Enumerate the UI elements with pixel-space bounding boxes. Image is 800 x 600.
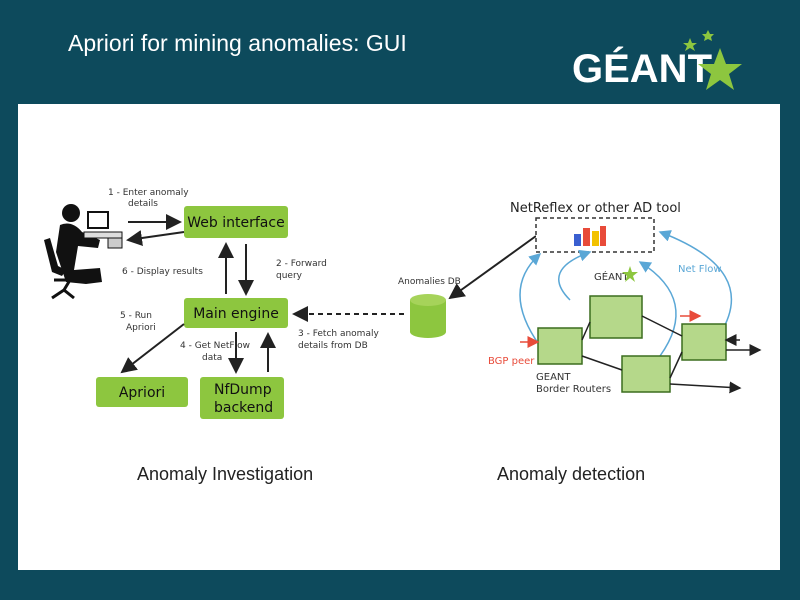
step5-label-a: 5 - Run <box>120 311 152 321</box>
step1-label-b: details <box>128 199 158 209</box>
content-panel <box>18 104 780 570</box>
routers-label-1: GEANT <box>536 372 571 383</box>
main-engine-box: Main engine <box>184 298 288 328</box>
apriori-box: Apriori <box>96 377 188 407</box>
small-star-icon <box>622 266 638 282</box>
routers-label-2: Border Routers <box>536 384 611 395</box>
slide-header <box>24 0 780 102</box>
caption-detection: Anomaly detection <box>497 464 646 484</box>
step-labels: 1 - Enter anomaly details 2 - Forward qu… <box>108 188 461 363</box>
geant-small-label: GÉANT <box>594 270 629 283</box>
caption-investigation: Anomaly Investigation <box>137 464 314 484</box>
step1-label-a: 1 - Enter anomaly <box>108 188 189 198</box>
database-icon <box>410 294 446 338</box>
investigation-arrows <box>120 214 537 374</box>
apriori-label: Apriori <box>119 385 165 401</box>
ad-tool-box <box>535 217 655 253</box>
main-engine-label: Main engine <box>193 306 279 322</box>
web-interface-box: Web interface <box>184 206 288 238</box>
routers <box>537 295 727 393</box>
step5-label-b: Apriori <box>126 323 156 333</box>
logo-small-star-icon <box>683 38 697 51</box>
db-label: Anomalies DB <box>398 277 461 287</box>
step4-label-b: data <box>202 353 222 363</box>
web-interface-label: Web interface <box>187 215 284 231</box>
geant-logo: GÉANT <box>572 30 742 91</box>
step3-label-b: details from DB <box>298 341 368 351</box>
geant-logo-text: GÉANT <box>572 46 712 91</box>
slide-tagline: connect • communicate • collaborate <box>532 544 742 559</box>
nfdump-label-2: backend <box>214 400 273 416</box>
nfdump-label-1: NfDump <box>214 382 272 398</box>
step2-label-b: query <box>276 271 303 281</box>
netflow-arrows <box>519 230 733 357</box>
bgp-links <box>520 310 702 348</box>
step4-label-a: 4 - Get NetFlow <box>180 341 250 351</box>
router-links <box>581 315 762 394</box>
slide-title: Apriori for mining anomalies: GUI <box>68 30 407 56</box>
netflow-label: Net Flow <box>678 264 722 275</box>
ad-tool-label: NetReflex or other AD tool <box>510 201 681 216</box>
step6-label: 6 - Display results <box>122 267 203 277</box>
user-at-computer-icon <box>44 204 123 300</box>
step3-label-a: 3 - Fetch anomaly <box>298 329 379 339</box>
logo-star-icon <box>698 48 742 90</box>
nfdump-box: NfDump backend <box>200 377 284 419</box>
bgp-peer-label: BGP peer <box>488 356 535 367</box>
logo-small-star-icon-2 <box>702 30 714 41</box>
ad-bar-icon <box>574 234 581 246</box>
step2-label-a: 2 - Forward <box>276 259 327 269</box>
